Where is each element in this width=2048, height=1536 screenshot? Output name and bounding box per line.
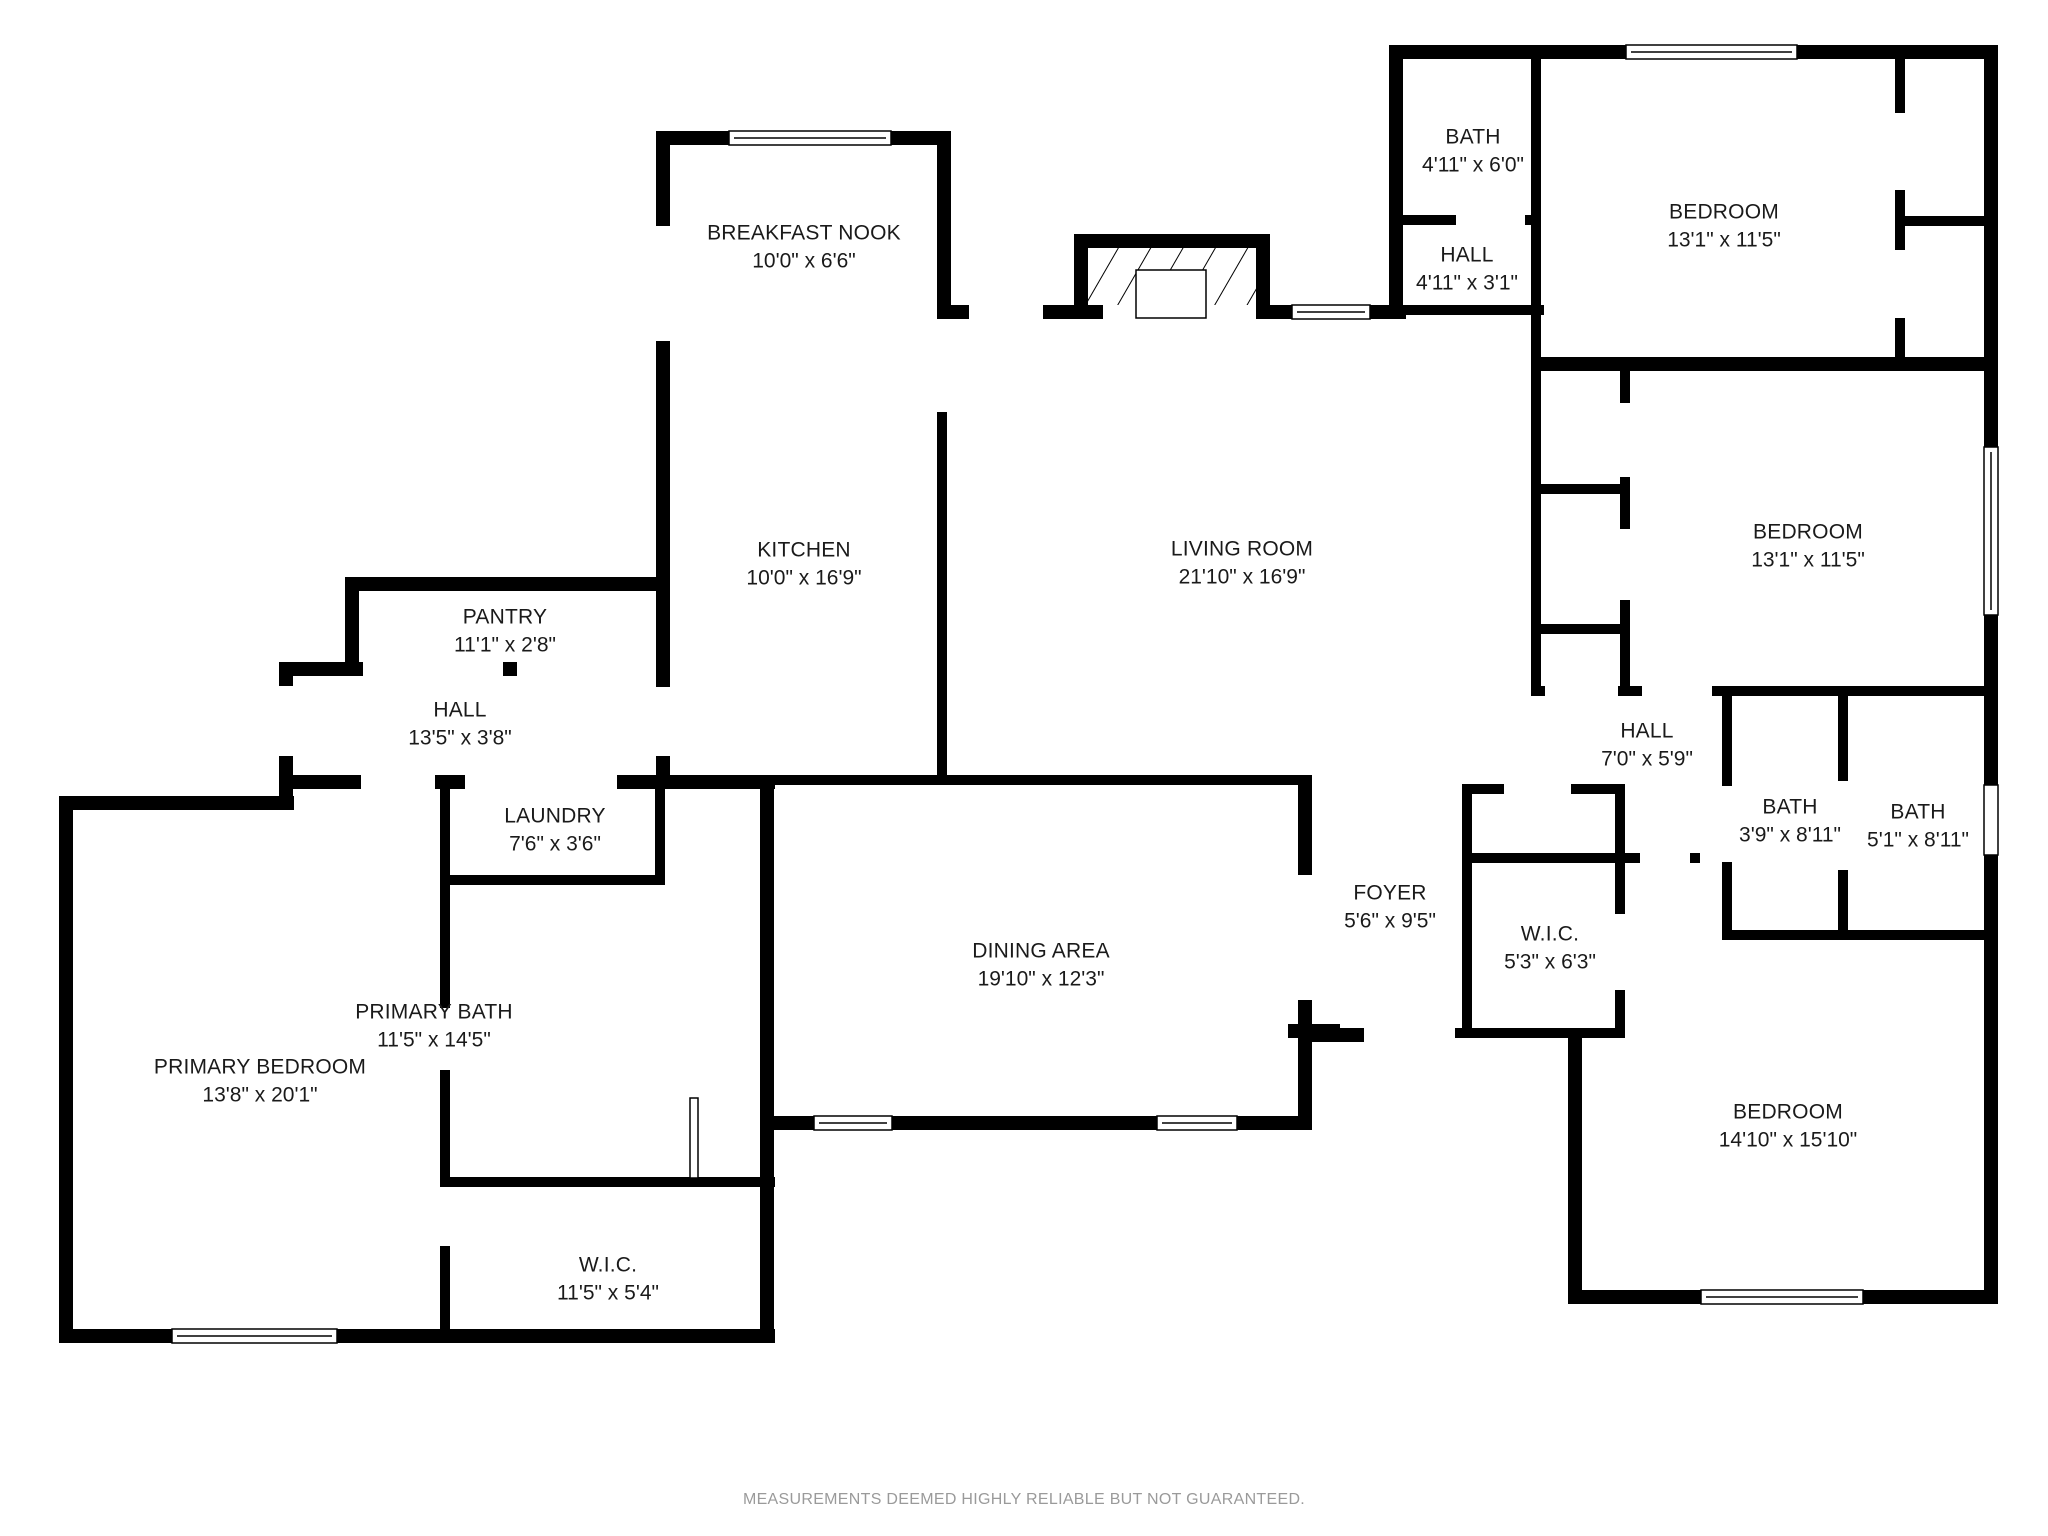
walls	[59, 45, 1998, 1343]
room-name: BEDROOM	[1669, 200, 1779, 224]
room-dimensions: 4'11" x 6'0"	[1422, 154, 1524, 177]
room-dimensions: 11'5" x 5'4"	[557, 1282, 659, 1305]
room-label-laundry: LAUNDRY 7'6" x 3'6"	[504, 803, 605, 860]
room-dimensions: 10'0" x 6'6"	[752, 250, 856, 273]
room-dimensions: 19'10" x 12'3"	[977, 968, 1105, 991]
room-dimensions: 13'8" x 20'1"	[202, 1084, 318, 1107]
room-label-primary-bath: PRIMARY BATH 11'5" x 14'5"	[355, 999, 513, 1056]
room-name: LIVING ROOM	[1170, 537, 1314, 561]
room-dimensions: 5'6" x 9'5"	[1344, 910, 1436, 933]
room-name: LAUNDRY	[504, 804, 606, 828]
room-name: BEDROOM	[1733, 1100, 1843, 1124]
shower-partition	[689, 1097, 699, 1179]
room-label-dining-area: DINING AREA 19'10" x 12'3"	[972, 938, 1110, 995]
fireplace	[1088, 248, 1256, 319]
room-label-hall-east: HALL 7'0" x 5'9"	[1601, 718, 1693, 775]
room-name: FOYER	[1353, 881, 1427, 905]
room-label-wic-east: W.I.C. 5'3" x 6'3"	[1504, 921, 1596, 978]
room-dimensions: 7'6" x 3'6"	[509, 833, 601, 856]
room-label-bath-east-2: BATH 5'1" x 8'11"	[1867, 799, 1969, 856]
room-label-hall-upper: HALL 4'11" x 3'1"	[1416, 242, 1518, 299]
room-dimensions: 14'10" x 15'10"	[1718, 1129, 1858, 1152]
room-name: HALL	[1620, 719, 1674, 743]
room-dimensions: 11'5" x 14'5"	[377, 1029, 491, 1052]
room-label-pantry: PANTRY 11'1" x 2'8"	[454, 604, 556, 661]
measurement-disclaimer: MEASUREMENTS DEEMED HIGHLY RELIABLE BUT …	[742, 1491, 1306, 1508]
room-name: BATH	[1762, 795, 1818, 819]
room-dimensions: 13'1" x 11'5"	[1667, 229, 1781, 252]
room-label-wic-primary: W.I.C. 11'5" x 5'4"	[557, 1252, 659, 1309]
room-dimensions: 7'0" x 5'9"	[1601, 748, 1693, 771]
room-label-bedroom-3: BEDROOM 14'10" x 15'10"	[1719, 1099, 1858, 1156]
room-label-primary-bedroom: PRIMARY BEDROOM 13'8" x 20'1"	[154, 1054, 366, 1111]
room-name: DINING AREA	[972, 939, 1110, 963]
room-dimensions: 10'0" x 16'9"	[746, 567, 862, 590]
room-label-foyer: FOYER 5'6" x 9'5"	[1344, 880, 1436, 937]
room-label-living-room: LIVING ROOM 21'10" x 16'9"	[1171, 536, 1313, 593]
room-name: BREAKFAST NOOK	[707, 221, 901, 245]
window-bath-east	[1983, 784, 1999, 856]
room-label-bedroom-2: BEDROOM 13'1" x 11'5"	[1751, 519, 1865, 576]
room-dimensions: 4'11" x 3'1"	[1416, 272, 1518, 295]
room-name: BATH	[1890, 800, 1946, 824]
room-dimensions: 3'9" x 8'11"	[1739, 824, 1841, 847]
windows	[171, 44, 1999, 1344]
room-dimensions: 11'1" x 2'8"	[454, 634, 556, 657]
room-name: HALL	[1440, 243, 1494, 267]
room-label-bath-east-1: BATH 3'9" x 8'11"	[1739, 794, 1841, 851]
room-name: HALL	[433, 698, 487, 722]
room-name: BEDROOM	[1753, 520, 1863, 544]
room-label-kitchen: KITCHEN 10'0" x 16'9"	[746, 537, 861, 594]
room-label-bath-upper: BATH 4'11" x 6'0"	[1422, 124, 1524, 181]
room-dimensions: 13'1" x 11'5"	[1751, 549, 1865, 572]
room-name: BATH	[1445, 125, 1501, 149]
room-label-bedroom-1: BEDROOM 13'1" x 11'5"	[1667, 199, 1781, 256]
room-name: PRIMARY BEDROOM	[153, 1055, 367, 1079]
room-name: PANTRY	[462, 605, 548, 629]
room-name: KITCHEN	[757, 538, 851, 562]
room-dimensions: 13'5" x 3'8"	[408, 727, 512, 750]
room-dimensions: 21'10" x 16'9"	[1178, 566, 1306, 589]
room-dimensions: 5'1" x 8'11"	[1867, 829, 1969, 852]
room-name: W.I.C.	[1520, 922, 1580, 946]
room-label-hall-west: HALL 13'5" x 3'8"	[408, 697, 512, 754]
room-label-breakfast-nook: BREAKFAST NOOK 10'0" x 6'6"	[707, 220, 901, 277]
room-name: PRIMARY BATH	[355, 1000, 513, 1024]
room-name: W.I.C.	[578, 1253, 638, 1277]
room-dimensions: 5'3" x 6'3"	[1504, 951, 1596, 974]
